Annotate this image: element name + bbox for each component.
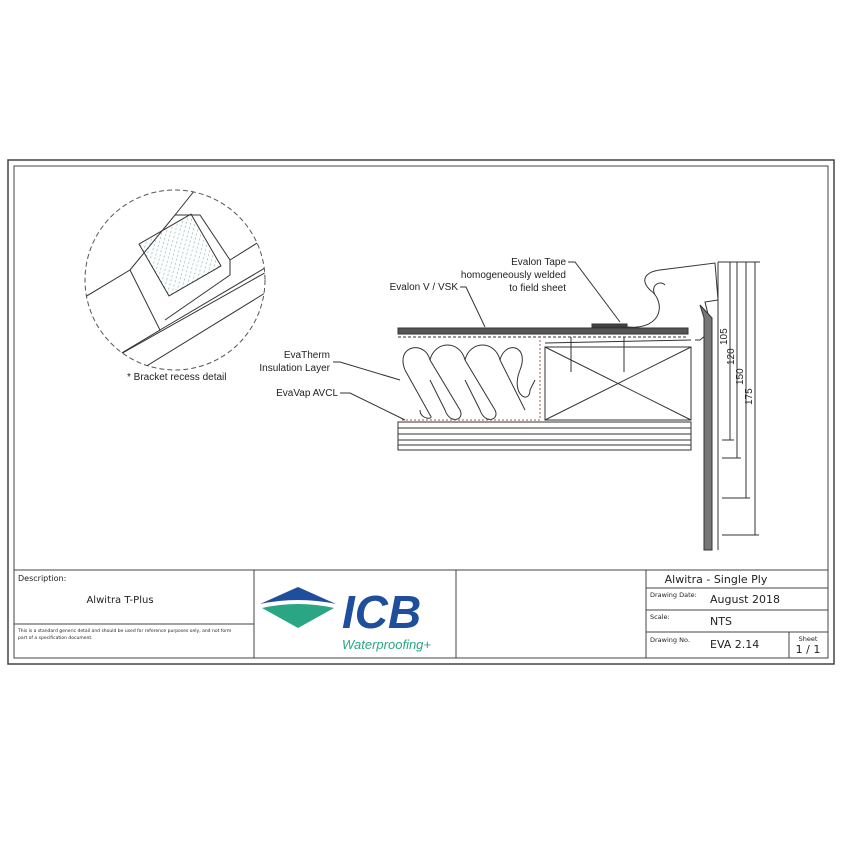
drawing-no-value: EVA 2.14 — [710, 638, 759, 651]
drawing-date-value: August 2018 — [710, 593, 780, 606]
callout-evatherm: EvaTherm — [284, 350, 330, 361]
drawing-date-label: Drawing Date: — [650, 591, 697, 599]
callout-evalon-tape-3: to field sheet — [509, 283, 566, 294]
scale-value: NTS — [710, 615, 732, 628]
description-label: Description: — [18, 574, 66, 583]
logo-mark-top — [260, 587, 336, 604]
dimension-105: 105 — [719, 328, 730, 345]
dimension-120: 120 — [726, 348, 737, 365]
drawing-no-label: Drawing No. — [650, 636, 690, 644]
callout-evalon-v: Evalon V / VSK — [390, 282, 459, 293]
parapet-section — [397, 262, 719, 551]
logo-mark-bottom — [262, 604, 334, 628]
coping-profile — [626, 262, 719, 551]
sheet-value: 1 / 1 — [796, 643, 821, 656]
dimension-150: 150 — [735, 368, 746, 385]
dimension-175: 175 — [744, 388, 755, 405]
callout-evavap: EvaVap AVCL — [276, 388, 338, 399]
disclaimer-line-1: This is a standard generic detail and sh… — [17, 628, 231, 634]
title-block — [14, 569, 828, 658]
inner-frame — [13, 165, 829, 659]
outer-frame — [7, 159, 835, 665]
bracket-recess-detail: * Bracket recess detail — [84, 189, 266, 383]
leader-lines — [333, 261, 621, 421]
bracket-detail-caption: * Bracket recess detail — [127, 372, 227, 383]
callout-insulation-layer: Insulation Layer — [259, 363, 330, 374]
logo-tagline: Waterproofing+ — [342, 637, 431, 652]
icb-logo: ICB Waterproofing+ — [260, 586, 431, 652]
insulation-layer — [402, 344, 536, 420]
scale-label: Scale: — [650, 613, 670, 621]
drawing-title: Alwitra - Single Ply — [665, 573, 768, 586]
description-value: Alwitra T-Plus — [86, 595, 153, 606]
deck — [397, 421, 692, 451]
disclaimer-line-2: part of a specification document. — [18, 635, 93, 641]
callout-evalon-tape: Evalon Tape — [511, 257, 566, 268]
logo-text: ICB — [342, 586, 421, 638]
sheet-label: Sheet — [799, 635, 818, 643]
dimension-lines — [718, 261, 760, 536]
callout-evalon-tape-2: homogeneously welded — [461, 270, 566, 281]
